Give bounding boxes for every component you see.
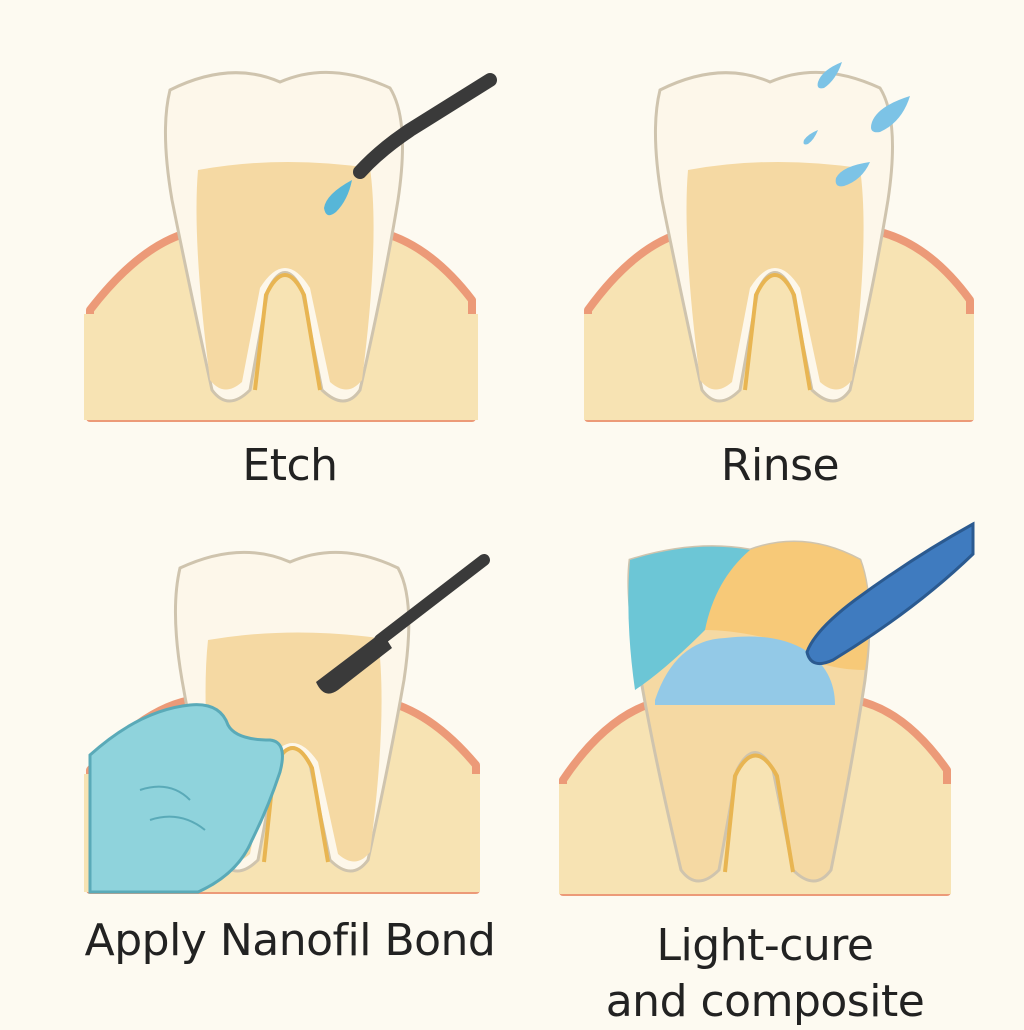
rinse-illustration — [584, 62, 974, 422]
etchant-drop-icon — [324, 180, 352, 216]
bond-illustration — [84, 550, 490, 894]
glove-icon — [88, 703, 284, 894]
root-outline — [253, 273, 322, 391]
brush-applicator-icon — [374, 554, 490, 646]
step-bond-label: Apply Nanofil Bond — [84, 915, 496, 966]
step-bond-panel — [80, 540, 500, 900]
cure-illustration — [559, 521, 975, 896]
etch-illustration — [84, 70, 497, 422]
step-etch-label: Etch — [242, 440, 338, 491]
step-cure-label-line2: and composite — [605, 976, 925, 1027]
dentin — [196, 161, 374, 390]
root-outline — [723, 753, 795, 873]
step-cure-label-line1: Light-cure — [656, 920, 874, 971]
step-etch-panel — [80, 60, 500, 430]
composite-layer-blue — [628, 546, 751, 690]
composite-layer-light-blue — [655, 636, 835, 705]
step-rinse-panel — [580, 60, 980, 430]
water-drops-icon — [803, 62, 910, 187]
step-cure-label: Light-cure and composite — [555, 918, 975, 1030]
curing-light-icon — [805, 521, 975, 666]
etch-syringe-icon — [353, 73, 497, 179]
dentin — [686, 161, 864, 390]
step-rinse-label: Rinse — [720, 440, 840, 491]
step-cure-panel — [555, 520, 975, 900]
root-outline — [743, 273, 812, 391]
